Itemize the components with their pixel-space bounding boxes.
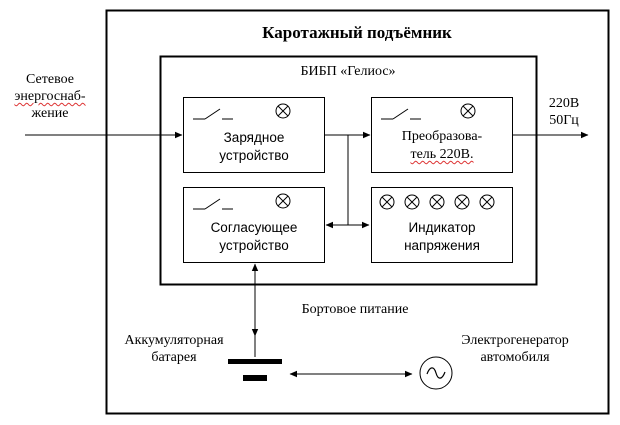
- charger-block: [183, 97, 325, 173]
- lamp-icon: [454, 194, 470, 210]
- bibp-frame: [159, 55, 538, 286]
- generator-label-line2: автомобиля: [480, 350, 550, 365]
- lamp-icon: [275, 193, 291, 209]
- indicator-label-line1: Индикатор: [408, 220, 476, 235]
- ac-generator-icon: [419, 356, 453, 390]
- onboard-power-label: Бортовое питание: [301, 302, 409, 317]
- converter-label-line1: Преобразова-: [401, 129, 483, 144]
- lamp-icon: [460, 103, 476, 119]
- output-label-line2: 50Гц: [549, 113, 579, 128]
- lamp-icon: [404, 194, 420, 210]
- bibp-label: БИБП «Гелиос»: [300, 64, 396, 79]
- indicator-label-line2: напряжения: [404, 238, 480, 253]
- outer-frame: [105, 9, 610, 415]
- input-label-line3: жение: [31, 106, 69, 121]
- matching-label-line1: Согласующее: [210, 220, 298, 235]
- converter-block: [371, 97, 513, 173]
- lamp-icon: [429, 194, 445, 210]
- switch-icon: [380, 108, 422, 120]
- battery-label-line2: батарея: [151, 350, 197, 365]
- generator-label-line1: Электрогенератор: [461, 333, 569, 348]
- switch-icon: [192, 198, 234, 210]
- battery-icon: [228, 336, 282, 381]
- matching-label-line2: устройство: [219, 238, 289, 253]
- input-label-line2: энергоснаб-: [14, 89, 86, 104]
- input-label-line1: Сетевое: [26, 72, 74, 87]
- matching-block: [183, 187, 325, 263]
- charger-label-line2: устройство: [219, 148, 289, 163]
- lamp-icon: [379, 194, 395, 210]
- lamp-icon: [275, 103, 291, 119]
- battery-label-line1: Аккумуляторная: [124, 333, 224, 348]
- diagram-title: Каротажный подъёмник: [262, 23, 452, 42]
- lamp-icon: [479, 194, 495, 210]
- charger-label-line1: Зарядное: [223, 130, 285, 145]
- indicator-block: [371, 187, 513, 263]
- output-label-line1: 220В: [548, 96, 580, 111]
- converter-label-line2: тель 220В.: [410, 147, 474, 162]
- switch-icon: [192, 108, 234, 120]
